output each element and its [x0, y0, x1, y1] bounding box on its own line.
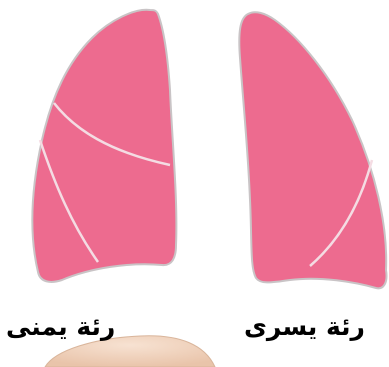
right-lung-label: رئة يمنى — [6, 314, 115, 339]
left-lung-label: رئة يسرى — [244, 314, 365, 339]
right-lung — [32, 10, 176, 282]
left-lung — [239, 12, 386, 288]
right-lung-shape — [32, 10, 176, 282]
left-lung-shape — [239, 12, 386, 288]
